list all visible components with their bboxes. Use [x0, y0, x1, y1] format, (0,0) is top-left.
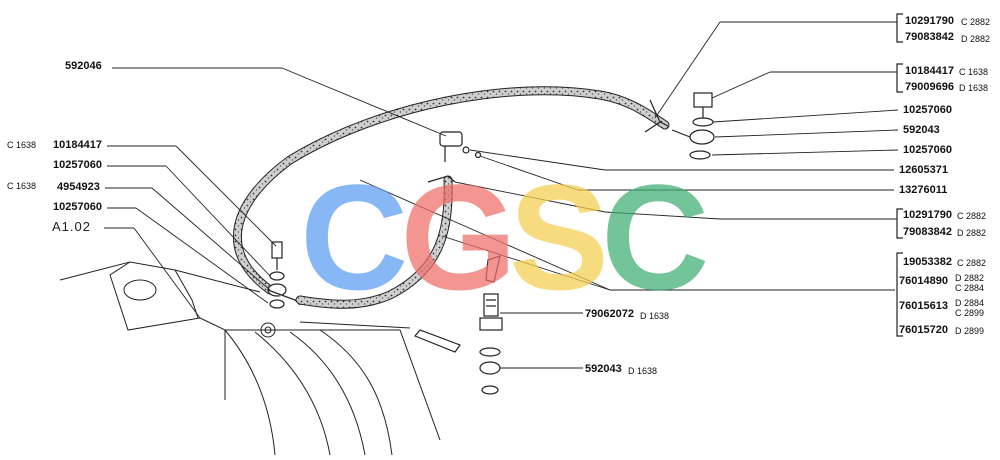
code-d2882-top: D 2882: [961, 34, 991, 44]
code-c2899-group: C 2899: [955, 308, 985, 318]
watermark-letter-4: C: [601, 153, 710, 321]
part-number-10257060-left-b: 10257060: [53, 201, 102, 213]
part-number-592046: 592046: [65, 60, 102, 72]
part-number-10184417-right: 10184417: [905, 65, 954, 77]
code-c1638-b: C 1638: [7, 181, 37, 191]
code-d2882-mid: D 2882: [957, 228, 987, 238]
watermark-letter-3: S: [509, 153, 610, 321]
code-c2882-group: C 2882: [957, 258, 987, 268]
part-number-76015720: 76015720: [899, 324, 948, 336]
part-number-10257060-left-a: 10257060: [53, 159, 102, 171]
watermark-letter-1: C: [300, 153, 409, 321]
part-number-13276011: 13276011: [899, 184, 948, 196]
part-number-10291790-mid: 10291790: [903, 209, 952, 221]
code-c2882-mid: C 2882: [957, 211, 987, 221]
code-d1638-a: D 1638: [640, 311, 670, 321]
code-c2884-group: C 2884: [955, 283, 985, 293]
banjo-fitting-left: [267, 241, 301, 309]
banjo-fitting-right: [671, 92, 715, 160]
part-number-79083842-mid: 79083842: [903, 226, 952, 238]
hose-clip-top: [427, 99, 669, 183]
part-brackets: [896, 13, 903, 337]
reference-code: A1.02: [52, 219, 91, 234]
code-c1638-a: C 1638: [7, 140, 37, 150]
code-d2899-group: D 2899: [955, 326, 985, 336]
watermark-letter-2: G: [400, 153, 518, 321]
part-number-79009696: 79009696: [905, 81, 954, 93]
part-number-10257060-right-b: 10257060: [903, 144, 952, 156]
code-d2884-group: D 2884: [955, 298, 985, 308]
part-number-592043-bottom: 592043: [585, 363, 622, 375]
part-number-10257060-right-a: 10257060: [903, 104, 952, 116]
lower-fitting: [414, 255, 503, 395]
code-d1638-right: D 1638: [959, 83, 989, 93]
part-number-79083842-top: 79083842: [905, 31, 954, 43]
part-number-76014890: 76014890: [899, 275, 948, 287]
part-number-4954923: 4954923: [57, 181, 100, 193]
code-d1638-b: D 1638: [628, 366, 658, 376]
part-number-79062072: 79062072: [585, 308, 634, 320]
leader-lines: [104, 21, 899, 369]
code-d2882-group: D 2882: [955, 273, 985, 283]
part-number-19053382: 19053382: [903, 256, 952, 268]
part-number-592043-right: 592043: [903, 124, 940, 136]
part-number-76015613: 76015613: [899, 300, 948, 312]
code-c2882-top: C 2882: [961, 17, 991, 27]
part-number-10184417-left: 10184417: [53, 139, 102, 151]
watermark: CGSC: [300, 162, 709, 312]
tank-body-outline: [59, 261, 441, 456]
code-c1638-right: C 1638: [959, 67, 989, 77]
part-number-12605371: 12605371: [899, 164, 948, 176]
part-number-10291790-top: 10291790: [905, 15, 954, 27]
